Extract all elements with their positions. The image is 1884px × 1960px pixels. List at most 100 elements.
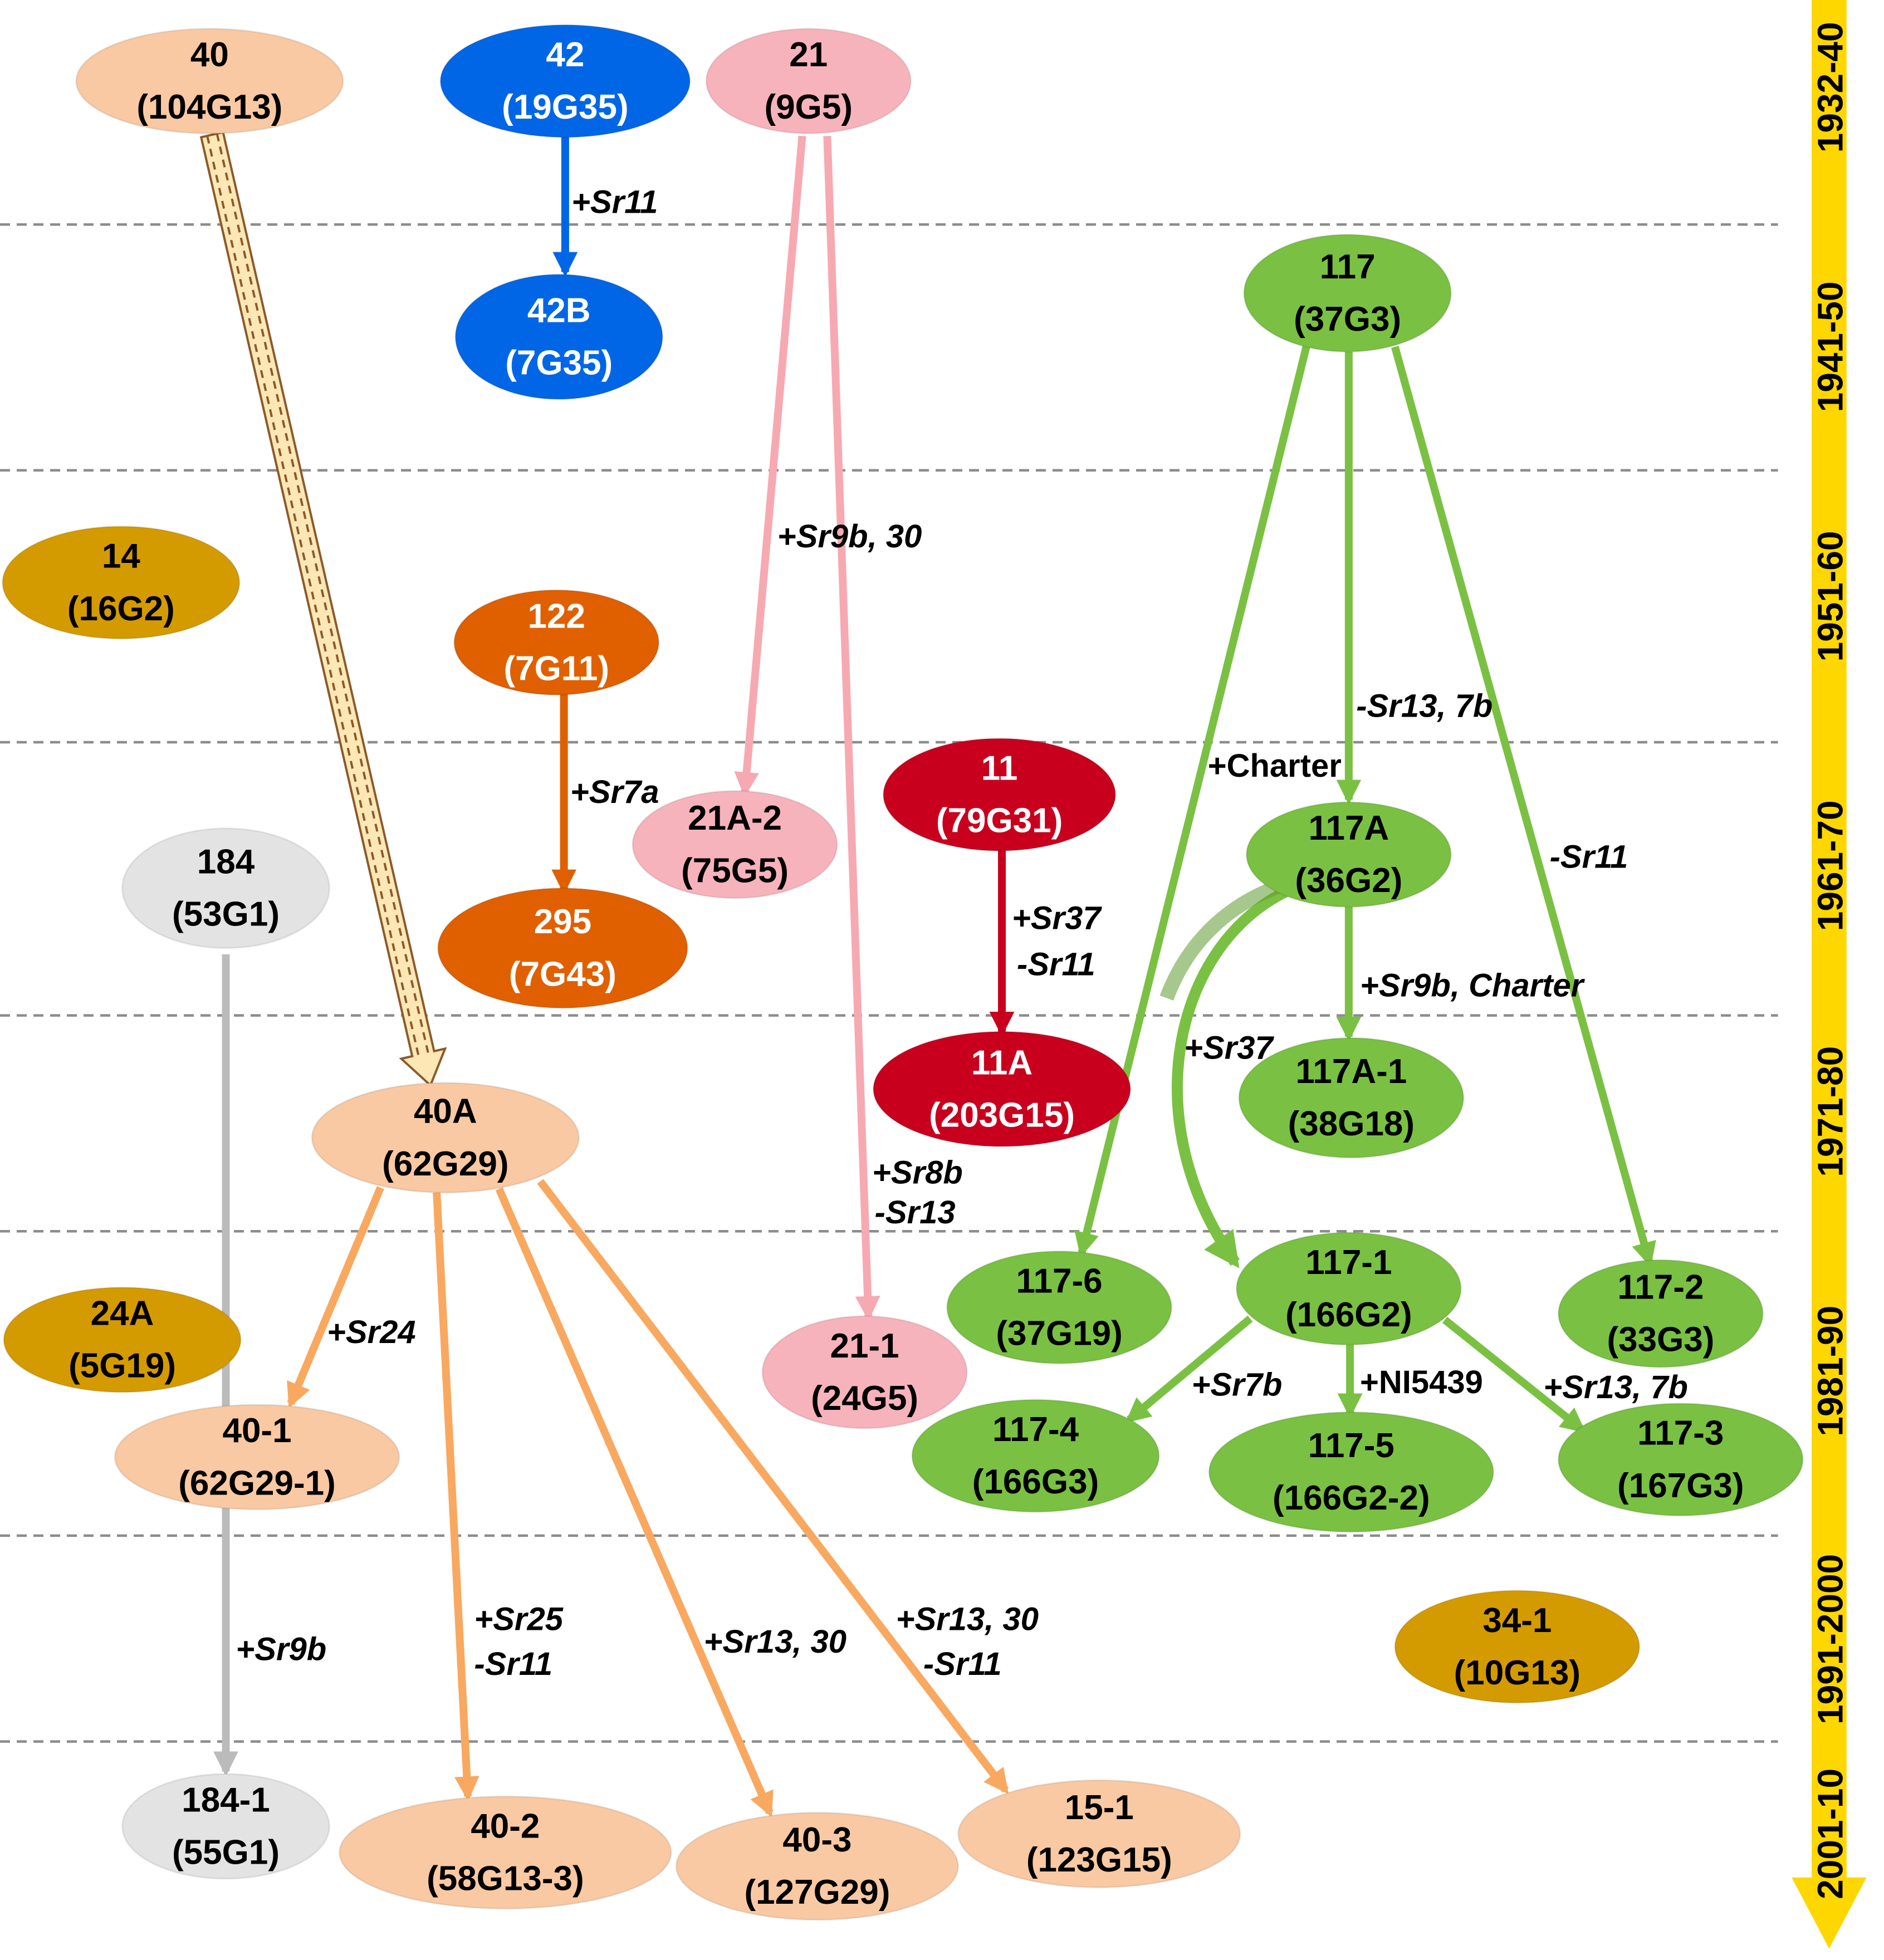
node-code: (16G2) (67, 590, 175, 628)
node-295[interactable]: 295(7G43) (437, 887, 688, 1009)
node-code: (62G29-1) (178, 1464, 336, 1502)
node-21A-2[interactable]: 21A-2 (75G5) (632, 790, 838, 899)
node-40-3[interactable]: 40-3 (127G29) (675, 1811, 960, 1921)
node-code: (79G31) (936, 802, 1063, 840)
node-ellipse (454, 273, 664, 400)
edge-label: -Sr11 (1550, 839, 1628, 875)
node-ellipse (882, 737, 1117, 852)
node-ellipse (1208, 1411, 1495, 1533)
node-code: (55G1) (172, 1833, 280, 1871)
node-code: (7G35) (505, 344, 613, 382)
node-code: (58G13-3) (427, 1860, 584, 1898)
node-pathotype: 11A (971, 1043, 1032, 1082)
node-117[interactable]: 117(37G3) (1243, 233, 1452, 353)
node-14[interactable]: 14 (16G2) (1, 525, 241, 640)
node-117-6[interactable]: 117-6(37G19) (946, 1250, 1173, 1365)
node-21[interactable]: 21(9G5) (705, 28, 912, 135)
node-code: (53G1) (172, 895, 280, 934)
node-code: (166G2) (1285, 1296, 1412, 1334)
node-184-1[interactable]: 184-1 (55G1) (121, 1773, 330, 1880)
period-dividers (0, 223, 1778, 1743)
node-code: (9G5) (765, 88, 853, 126)
node-117A-1[interactable]: 117A-1(38G18) (1238, 1037, 1465, 1159)
period-label: 1991-2000 (1810, 1554, 1851, 1724)
node-pathotype: 40A (414, 1092, 477, 1131)
edge-label: +NI5439 (1360, 1364, 1483, 1400)
node-pathotype: 14 (102, 537, 140, 576)
node-pathotype: 21A-2 (688, 799, 782, 837)
edge-21-to-21A2 (734, 135, 806, 797)
edge-117-to-117_2 (1391, 345, 1656, 1267)
edge-label: +Sr13, 30 (704, 1624, 846, 1660)
edge-label: +Sr9b (236, 1631, 326, 1667)
edge-label: +Sr7a (570, 774, 659, 810)
node-ellipse (114, 1404, 400, 1511)
node-117A[interactable]: 117A(36G2) (1245, 801, 1452, 908)
node-pathotype: 117A (1308, 809, 1389, 847)
timeline-bar: 1932-401941-501951-601961-701971-801981-… (1792, 0, 1867, 1949)
node-ellipse (338, 1795, 672, 1910)
edge-label: +Sr9b, Charter (1360, 967, 1586, 1003)
node-ellipse (872, 1031, 1132, 1148)
period-label: 1981-90 (1810, 1306, 1851, 1437)
node-ellipse (75, 28, 344, 135)
node-code: (10G13) (1454, 1654, 1580, 1692)
node-184[interactable]: 184(53G1) (121, 827, 330, 949)
node-21-1[interactable]: 21-1(24G5) (761, 1315, 968, 1429)
node-code: (33G3) (1607, 1321, 1714, 1359)
node-24A[interactable]: 24A(5G19) (3, 1286, 242, 1393)
node-15-1[interactable]: 15-1(123G15) (957, 1779, 1241, 1889)
node-117-1[interactable]: 117-1 (166G2) (1235, 1232, 1462, 1346)
edge-label: +Sr9b, 30 (777, 518, 922, 555)
node-code: (62G29) (382, 1145, 508, 1183)
node-42[interactable]: 42(19G35) (439, 24, 691, 138)
node-pathotype: 117-4 (992, 1410, 1079, 1449)
node-11[interactable]: 11(79G31) (882, 737, 1117, 852)
node-34-1[interactable]: 34-1(10G13) (1394, 1590, 1641, 1704)
edge-117_1-to-117_4 (1125, 1315, 1253, 1423)
edge-label: -Sr11 (474, 1646, 552, 1682)
edge-label: -Sr13 (875, 1194, 956, 1231)
node-40A[interactable]: 40A (62G29) (311, 1082, 580, 1194)
node-ellipse (632, 790, 838, 899)
node-40[interactable]: 40(104G13) (75, 28, 344, 135)
node-pathotype: 40-2 (471, 1807, 540, 1845)
node-40-2[interactable]: 40-2 (58G13-3) (338, 1795, 672, 1910)
edge-label: +Sr7b (1192, 1366, 1283, 1403)
node-117-4[interactable]: 117-4(166G3) (911, 1399, 1160, 1513)
node-pathotype: 21-1 (830, 1327, 899, 1365)
edge-label: +Sr11 (571, 184, 658, 220)
timeline-arrowhead (1792, 1877, 1867, 1949)
node-ellipse (453, 589, 660, 696)
edge-label: -Sr13, 7b (1356, 688, 1492, 724)
node-code: (19G35) (502, 88, 628, 126)
node-pathotype: 40-3 (782, 1821, 852, 1859)
node-122[interactable]: 122(7G11) (453, 589, 660, 696)
node-40-1[interactable]: 40-1(62G29-1) (114, 1404, 400, 1511)
node-pathotype: 184-1 (182, 1781, 270, 1819)
node-11A[interactable]: 11A(203G15) (872, 1031, 1132, 1148)
edge-label: +Sr25 (474, 1601, 563, 1638)
node-code: (167G3) (1617, 1467, 1744, 1505)
period-label: 2001-10 (1810, 1768, 1851, 1899)
node-pathotype: 15-1 (1065, 1788, 1134, 1827)
node-code: (75G5) (681, 851, 789, 890)
node-ellipse (1245, 801, 1452, 908)
node-ellipse (946, 1250, 1173, 1365)
node-code: (37G19) (996, 1314, 1122, 1353)
period-label: 1941-50 (1810, 281, 1851, 412)
edge-21-to-21_1 (823, 135, 880, 1321)
node-pathotype: 117-1 (1305, 1243, 1392, 1282)
node-ellipse (437, 887, 688, 1009)
node-pathotype: 117 (1320, 248, 1376, 286)
node-117-5[interactable]: 117-5(166G2-2) (1208, 1411, 1495, 1533)
node-pathotype: 117A-1 (1295, 1052, 1407, 1091)
node-117-3[interactable]: 117-3 (167G3) (1557, 1402, 1804, 1517)
node-42B[interactable]: 42B(7G35) (454, 273, 664, 400)
period-label: 1971-80 (1810, 1046, 1851, 1177)
edge-40A-to-40_3 (495, 1187, 774, 1817)
node-code: (127G29) (744, 1873, 890, 1912)
node-code: (7G11) (503, 649, 609, 688)
node-pathotype: 117-3 (1637, 1414, 1724, 1453)
node-117-2[interactable]: 117-2(33G3) (1557, 1259, 1764, 1368)
